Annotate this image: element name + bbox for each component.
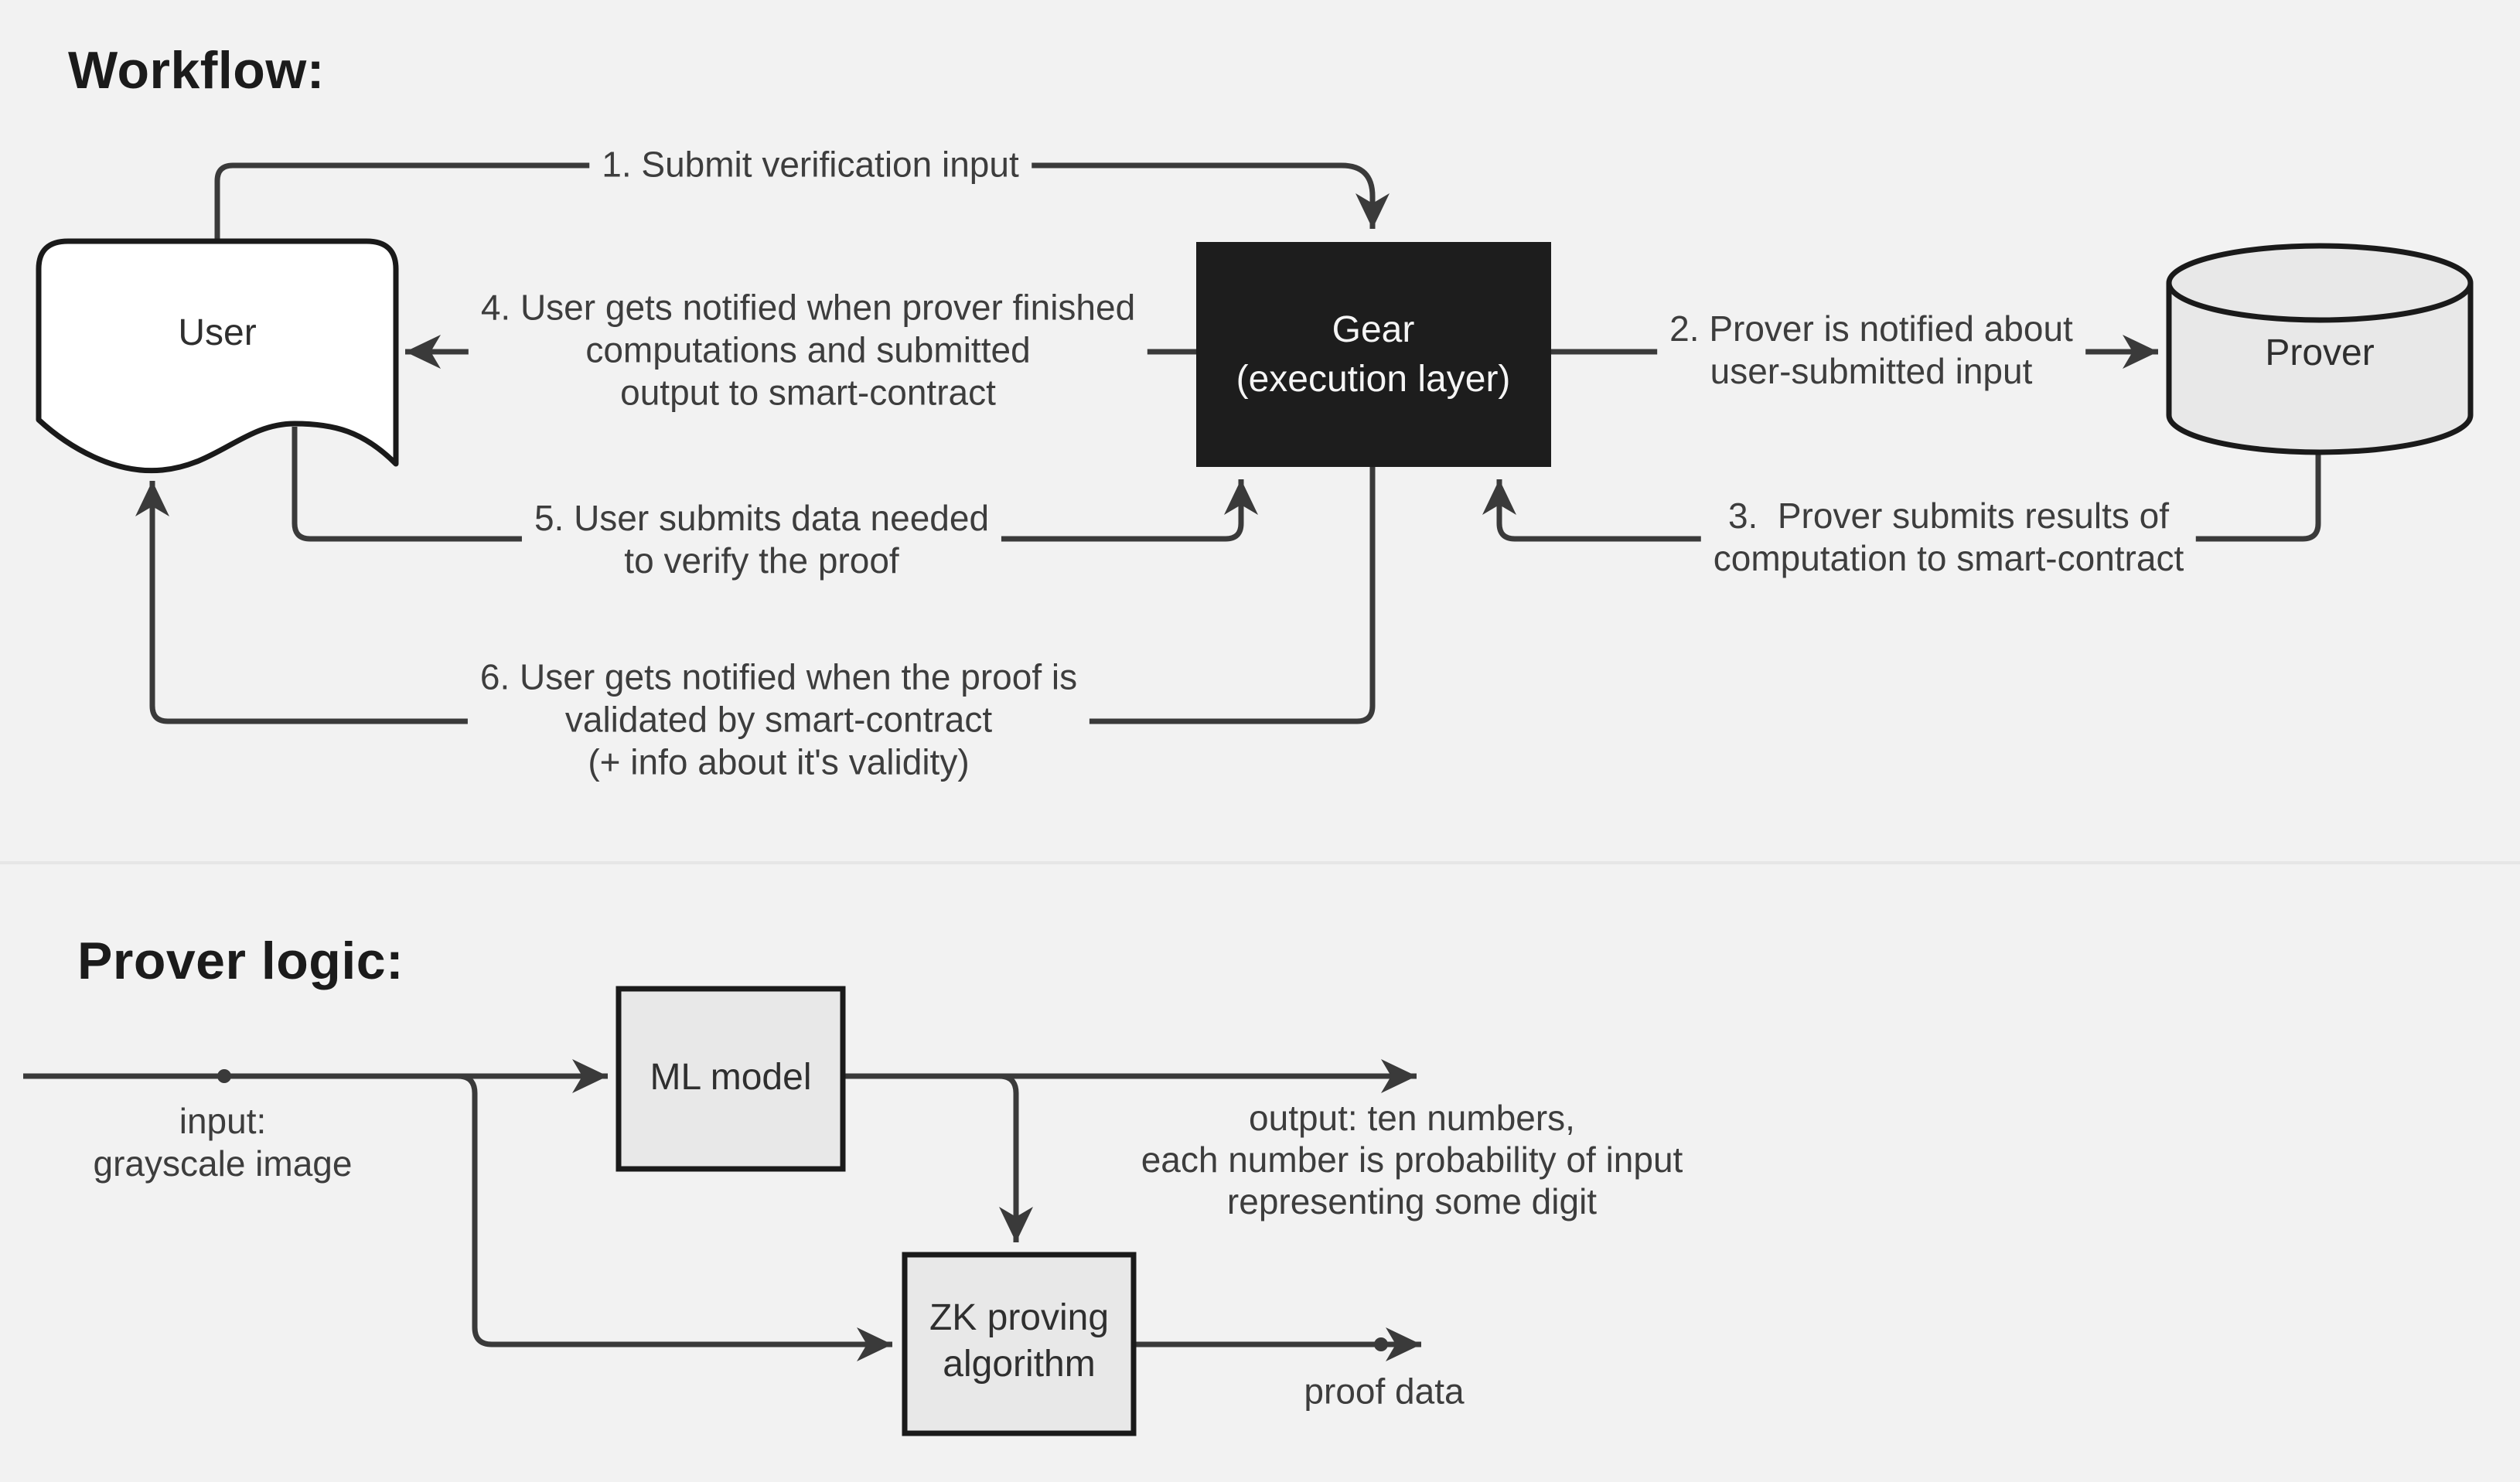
proof-line-waypoint-dot [1374, 1337, 1388, 1351]
edge-3-label: 3. Prover submits results of computation… [1700, 493, 2197, 581]
edge-1-label: 1. Submit verification input [589, 141, 1032, 188]
input-annotation: input: grayscale image [93, 1101, 353, 1184]
prover-node-body [2166, 283, 2474, 455]
user-node-shape [36, 238, 399, 474]
edge-input-to-zk [457, 1073, 892, 1361]
gear-node-shape [1196, 242, 1551, 467]
section-divider [0, 861, 2520, 864]
proof-data-annotation: proof data [1304, 1371, 1465, 1412]
edge-5-label: 5. User submits data needed to verify th… [521, 496, 1002, 584]
edge-ml-to-zk [998, 1073, 1033, 1242]
workflow-title: Workflow: [68, 41, 325, 100]
output-annotation: output: ten numbers, each number is prob… [1141, 1098, 1683, 1221]
prover-logic-title: Prover logic: [77, 932, 404, 990]
edge-6-label: 6. User gets notified when the proof is … [467, 654, 1090, 785]
user-node-label: User [178, 312, 257, 353]
gear-node-label: Gear (execution layer) [1236, 309, 1511, 400]
zk-node-label: ZK proving algorithm [929, 1297, 1110, 1385]
ml-model-node-shape [616, 986, 846, 1172]
edge-4-label: 4. User gets notified when prover finish… [468, 284, 1148, 416]
input-line-waypoint-dot [217, 1069, 231, 1083]
edge-2-label: 2. Prover is notified about user-submitt… [1657, 306, 2085, 394]
prover-node-label: Prover [2265, 332, 2375, 373]
ml-model-node-label: ML model [650, 1057, 812, 1098]
prover-node-top [2166, 243, 2474, 323]
zk-node-shape [902, 1252, 1137, 1436]
edge-1-submit-verification-input [214, 162, 1390, 241]
